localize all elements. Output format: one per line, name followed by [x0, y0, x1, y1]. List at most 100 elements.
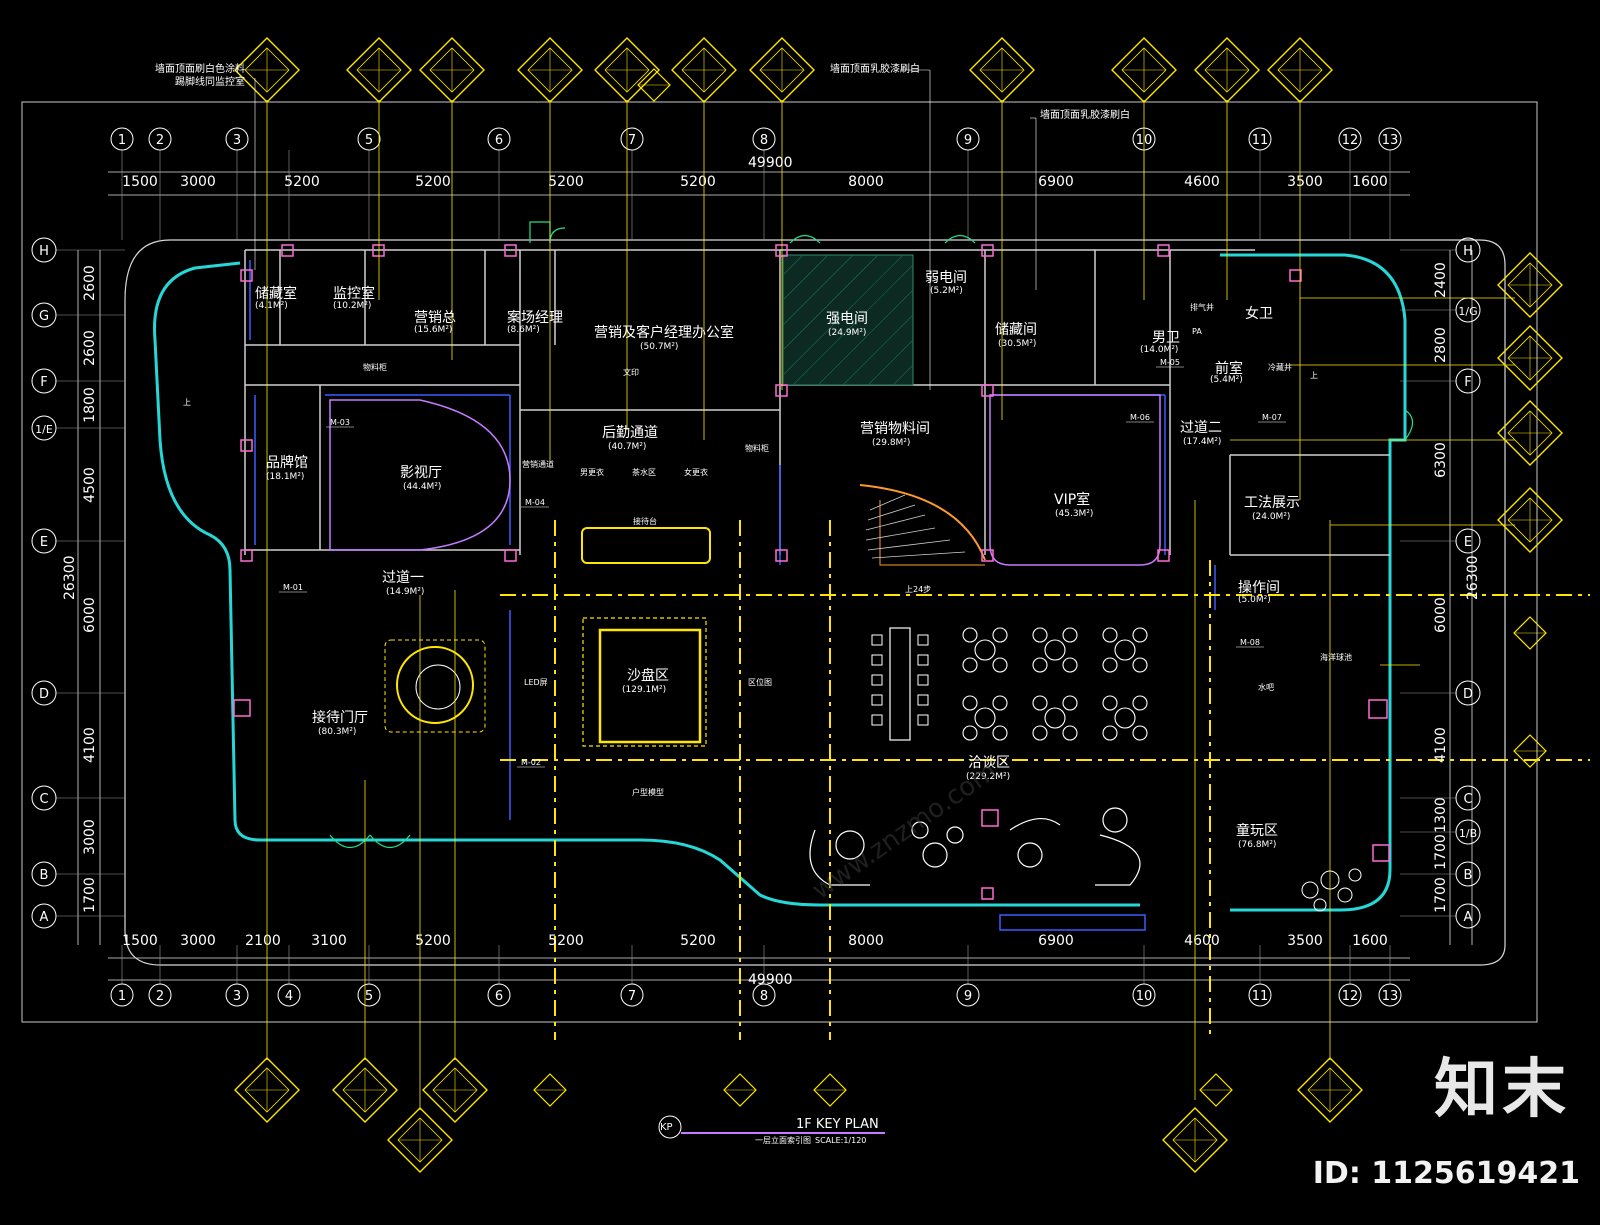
dim-top: 1500: [122, 174, 158, 190]
round-table-sets: [962, 627, 1148, 741]
dim-top: 3500: [1287, 174, 1323, 190]
grid-bubble-left: [31, 237, 57, 263]
grid-bubble-right: [1455, 237, 1481, 263]
dim-left: 3000: [82, 819, 98, 855]
elevation-diamond[interactable]: [1162, 1107, 1228, 1173]
label-reception-desk: 接待台: [633, 516, 657, 526]
grid-label-top: 2: [156, 133, 164, 148]
grid-bubble-bottom: [620, 983, 644, 1007]
lounge-furniture: [809, 807, 1141, 886]
dim-top: 5200: [415, 174, 451, 190]
dim-left: 2600: [82, 265, 98, 301]
grid-label-right: H: [1463, 244, 1473, 259]
grid-bubble-right: [1455, 819, 1481, 845]
dim-left: 1700: [82, 877, 98, 913]
dim-bottom: 8000: [848, 933, 884, 949]
grid-bubble-bottom: [148, 983, 172, 1007]
grid-label-bottom: 3: [233, 989, 241, 1004]
room-brand-area: (18.1M²): [266, 472, 304, 482]
room-craft-name: 工法展示: [1244, 495, 1300, 511]
label-corridor-small: 营销通道: [522, 459, 554, 469]
elevation-diamond[interactable]: [332, 1057, 398, 1123]
room-monitor-name: 监控室: [333, 285, 375, 302]
room-vip-name: VIP室: [1054, 491, 1090, 508]
note-3: 墙面顶面乳胶漆刷白: [1040, 108, 1130, 121]
grid-bubble-left: [31, 903, 57, 929]
room-brand-name: 品牌馆: [266, 454, 308, 471]
room-material-area: (29.8M²): [872, 438, 910, 448]
label-up1: 上: [183, 398, 191, 407]
cinema-boundary: [329, 399, 511, 551]
dim-top: 5200: [680, 174, 716, 190]
room-corridor1-name: 过道一: [382, 570, 424, 586]
dim-left: 6000: [82, 597, 98, 633]
room-kids-name: 童玩区: [1236, 822, 1278, 839]
elevation-diamond-small[interactable]: [637, 68, 671, 102]
marker-leaders: [266, 100, 1515, 1110]
room-lobby-name: 接待门厅: [312, 709, 368, 726]
room-storage-small-name: 储藏室: [255, 285, 297, 302]
facade-curve-left: [153, 261, 1140, 907]
total-width-top: 49900: [748, 155, 793, 171]
elevation-diamond-small[interactable]: [1513, 734, 1547, 768]
elevation-diamond-small[interactable]: [813, 1073, 847, 1107]
dim-bottom: 2100: [245, 933, 281, 949]
elevation-diamond-small[interactable]: [533, 1073, 567, 1107]
grid-bubble-top: [487, 127, 511, 151]
dim-bottom: 4600: [1184, 933, 1220, 949]
room-vip-area: (45.3M²): [1055, 509, 1093, 519]
elevation-diamond[interactable]: [387, 1107, 453, 1173]
elevation-diamond-small[interactable]: [1513, 616, 1547, 650]
door-tag: M-04: [525, 498, 545, 507]
label-men-locker: 男更衣: [580, 467, 604, 477]
elevation-diamond[interactable]: [1497, 400, 1563, 466]
elevation-diamond[interactable]: [422, 1057, 488, 1123]
watermark: www.znzmo.com: [807, 756, 1003, 906]
grid-label-left: B: [40, 868, 49, 883]
room-manager-name: 案场经理: [507, 309, 563, 326]
stair-outer: [859, 484, 986, 561]
grid-bubble-bottom: [487, 983, 511, 1007]
dim-top: 4600: [1184, 174, 1220, 190]
label-bar: 水吧: [1258, 682, 1274, 692]
elevation-diamond-small[interactable]: [1199, 1073, 1233, 1107]
elevation-diamond[interactable]: [234, 1057, 300, 1123]
grid-bubble-bottom: [1132, 983, 1156, 1007]
room-cinema-name: 影视厅: [400, 465, 442, 481]
kp-tag: KP: [660, 1122, 673, 1133]
grid-bubble-top: [1378, 127, 1402, 151]
dim-right: 1700: [1433, 877, 1449, 913]
kp-bubble: [658, 1115, 682, 1139]
grid-label-right: 1/G: [1458, 305, 1477, 318]
label-tea: 茶水区: [632, 467, 656, 477]
grid-bubble-bottom: [1338, 983, 1362, 1007]
dim-bottom: 3000: [180, 933, 216, 949]
dim-bottom: 1500: [122, 933, 158, 949]
grid-leaders: [56, 150, 1456, 984]
room-sand-name: 沙盘区: [627, 667, 669, 684]
columns: [233, 244, 1390, 900]
grid-label-top: 3: [233, 133, 241, 148]
grid-bubble-bottom: [1248, 983, 1272, 1007]
elevation-diamond[interactable]: [1297, 1057, 1363, 1123]
room-anteroom-area: (5.4M²): [1210, 375, 1243, 385]
elevation-diamond[interactable]: [1497, 325, 1563, 391]
room-negotiation-name: 洽谈区: [968, 755, 1010, 771]
grid-bubble-left: [31, 415, 57, 441]
dim-left: 2600: [82, 330, 98, 366]
dim-bottom: 5200: [415, 933, 451, 949]
door-tag: M-03: [330, 418, 350, 427]
room-weak-name: 弱电间: [925, 270, 967, 286]
grid-label-bottom: 7: [628, 989, 636, 1004]
room-mens-wc-area: (14.0M²): [1140, 345, 1178, 355]
elevation-diamond-small[interactable]: [723, 1073, 757, 1107]
door-tag: M-07: [1262, 413, 1282, 422]
elevation-diamond[interactable]: [1497, 252, 1563, 318]
grid-label-top: 7: [628, 133, 636, 148]
grid-label-right: B: [1464, 868, 1473, 883]
grid-bubble-bottom: [357, 983, 381, 1007]
grid-bubble-bottom: [225, 983, 249, 1007]
long-table: [889, 627, 911, 741]
grid-bubble-left: [31, 680, 57, 706]
elevation-diamond[interactable]: [1497, 487, 1563, 553]
